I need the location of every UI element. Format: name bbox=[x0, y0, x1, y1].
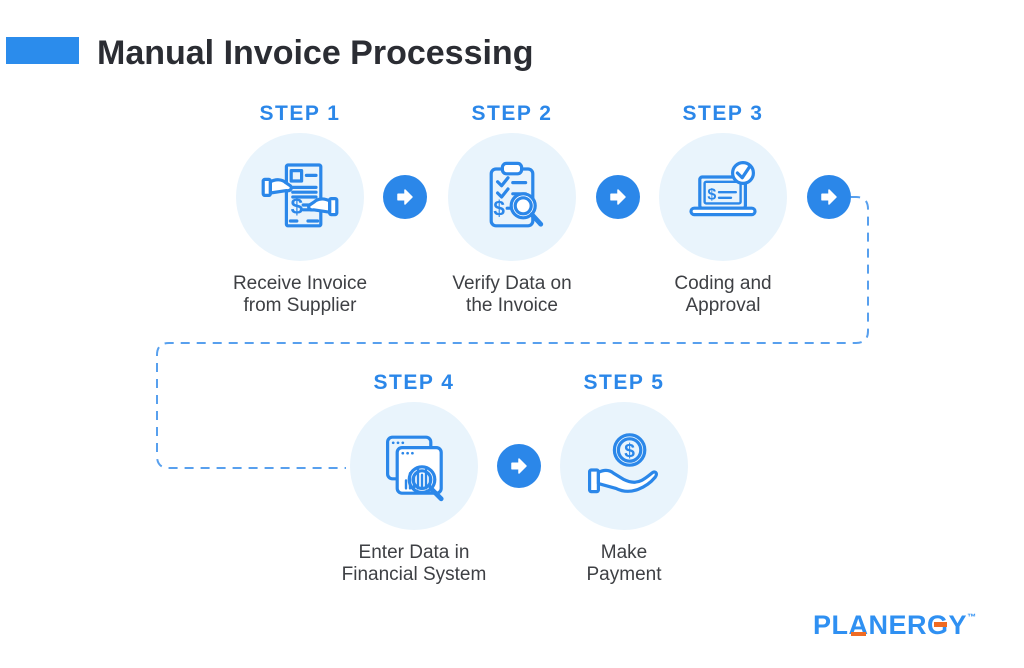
logo-letter-g: G bbox=[927, 610, 949, 640]
logo-letter-a: A bbox=[848, 610, 869, 640]
receive-invoice-icon: $ bbox=[261, 163, 339, 228]
step-1-circle: $ bbox=[236, 133, 364, 261]
enter-data-icon bbox=[386, 435, 444, 502]
step-2-caption: Verify Data on the Invoice bbox=[452, 273, 572, 316]
logo-trademark: ™ bbox=[967, 612, 977, 622]
svg-text:$: $ bbox=[707, 186, 716, 203]
step-4-caption: Enter Data in Financial System bbox=[341, 542, 487, 585]
arrow-right-icon bbox=[610, 189, 626, 205]
step-5-circle: $ bbox=[560, 402, 688, 530]
step-3: STEP 3 $ Coding and Approval bbox=[618, 101, 828, 316]
step-1: STEP 1 $ Receive Invoice bbox=[195, 101, 405, 316]
arrow-step1-to-step2 bbox=[383, 175, 427, 219]
logo-part1: PL bbox=[813, 610, 849, 640]
step-1-caption: Receive Invoice from Supplier bbox=[232, 273, 368, 316]
coding-approval-icon: $ bbox=[689, 161, 757, 217]
step-4: STEP 4 bbox=[309, 370, 519, 585]
page-title: Manual Invoice Processing bbox=[97, 34, 534, 72]
logo-part2: NER bbox=[868, 610, 928, 640]
step-4-label: STEP 4 bbox=[373, 371, 455, 394]
title-accent-bar bbox=[6, 37, 79, 64]
svg-text:$: $ bbox=[624, 441, 635, 462]
logo-part3: Y bbox=[948, 610, 968, 640]
step-3-caption: Coding and Approval bbox=[674, 273, 772, 316]
verify-invoice-icon: $ bbox=[489, 161, 544, 228]
step-2: STEP 2 $ Verify Data on the Invoice bbox=[407, 101, 617, 316]
step-2-label: STEP 2 bbox=[471, 102, 553, 125]
step-3-circle: $ bbox=[659, 133, 787, 261]
arrow-step3-to-step4 bbox=[807, 175, 851, 219]
step-4-circle bbox=[350, 402, 478, 530]
make-payment-icon: $ bbox=[588, 433, 658, 494]
svg-text:$: $ bbox=[493, 197, 505, 220]
step-5-caption: Make Payment bbox=[586, 542, 662, 585]
arrow-right-icon bbox=[397, 189, 413, 205]
arrow-step4-to-step5 bbox=[497, 444, 541, 488]
svg-text:$: $ bbox=[291, 194, 304, 219]
step-1-label: STEP 1 bbox=[259, 102, 341, 125]
planergy-logo: PLANERGY™ bbox=[813, 610, 976, 641]
arrow-right-icon bbox=[511, 458, 527, 474]
step-5-label: STEP 5 bbox=[583, 371, 665, 394]
arrow-step2-to-step3 bbox=[596, 175, 640, 219]
step-2-circle: $ bbox=[448, 133, 576, 261]
step-3-label: STEP 3 bbox=[682, 102, 764, 125]
step-5: STEP 5 $ Make Payment bbox=[519, 370, 729, 585]
arrow-right-icon bbox=[821, 189, 837, 205]
